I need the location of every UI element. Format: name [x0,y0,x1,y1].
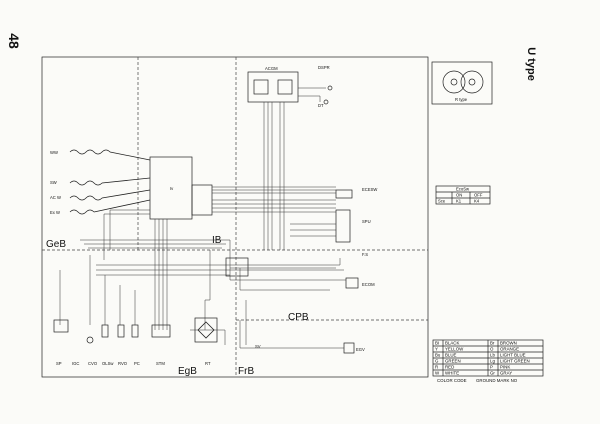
label-sp: SP [56,361,62,366]
area-label-geb: GeB [46,239,66,250]
area-label-egb: EgB [178,366,197,377]
label-sv: SV [255,344,261,349]
area-label-ib: IB [212,235,222,246]
svg-text:Lg: Lg [490,359,495,364]
svg-text:K1: K1 [456,199,462,204]
svg-text:K4: K4 [474,199,480,204]
svg-text:W: W [435,371,440,376]
label-rvo: RVO [118,361,128,366]
svg-text:G: G [435,359,439,364]
svg-text:LIGHT BLUE: LIGHT BLUE [500,353,526,358]
label-olsw: OLSw [102,361,114,366]
label-stm: STM [156,361,165,366]
label-spu: SPU [362,219,371,224]
label-egv: EGV [356,347,365,352]
color-legend: BI BLACK Br BROWN Y YELLOW O ORANGE Bu B… [432,339,544,383]
svg-text:R: R [435,365,438,370]
spu-unit [335,209,351,243]
label-dspr: DSPR [318,65,330,70]
svg-text:GREEN: GREEN [445,359,461,364]
svg-text:Bu: Bu [435,353,441,358]
diagram-frame [41,56,429,378]
inverter-connector [191,184,213,216]
svg-text:BROWN: BROWN [500,341,517,346]
svg-text:BI: BI [435,341,439,346]
svg-text:YELLOW: YELLOW [445,347,464,352]
svg-text:BLUE: BLUE [445,353,457,358]
svg-text:Y: Y [435,347,438,352]
label-exw: Ex W [50,210,60,215]
label-igc: IGC [72,361,79,366]
svg-text:BLACK: BLACK [445,341,459,346]
label-pc: PC [134,361,140,366]
area-label-frb: FrB [238,366,254,377]
label-rt: RT [205,361,211,366]
acgm-unit [247,71,299,103]
svg-text:Br: Br [490,341,495,346]
svg-text:PINK: PINK [500,365,510,370]
svg-text:ORANGE: ORANGE [500,347,519,352]
svg-text:GRAY: GRAY [500,371,512,376]
label-ww: WW [50,150,58,155]
label-ecesw: ECESW [362,187,377,192]
svg-text:ON: ON [456,193,462,198]
switch-table-title: EcoSw [456,187,470,192]
wire-bundles [59,87,346,349]
svg-text:LIGHT GREEN: LIGHT GREEN [500,359,530,364]
svg-text:RED: RED [445,365,454,370]
svg-text:Sce: Sce [438,199,446,204]
label-fs: F.S [362,252,368,257]
label-cvo: CVO [88,361,98,366]
svg-text:O: O [490,347,494,352]
r-type-inset [431,61,493,105]
label-ecom: ECOM [362,282,375,287]
label-sw: SW [50,180,57,185]
generator-windings [69,149,151,215]
label-acw: AC W [50,195,61,200]
label-acgm: ACGM [265,66,278,71]
switch-table: EcoSw ON OFF Sce K1 K4 [435,185,491,205]
label-r-type: R type [455,97,468,102]
svg-text:Gr: Gr [490,371,495,376]
svg-text:OFF: OFF [474,193,483,198]
svg-text:Lb: Lb [490,353,495,358]
area-label-cpb: CPB [288,312,309,323]
svg-text:Iv: Iv [170,186,174,191]
svg-text:P: P [490,365,493,370]
legend-footer-left: COLOR CODE [437,378,467,383]
bottom-components [53,317,218,344]
legend-footer-right: GROUND MARK NO [476,378,518,383]
label-dt: DT [318,103,324,108]
svg-text:WHITE: WHITE [445,371,459,376]
terminal-block [225,257,249,277]
